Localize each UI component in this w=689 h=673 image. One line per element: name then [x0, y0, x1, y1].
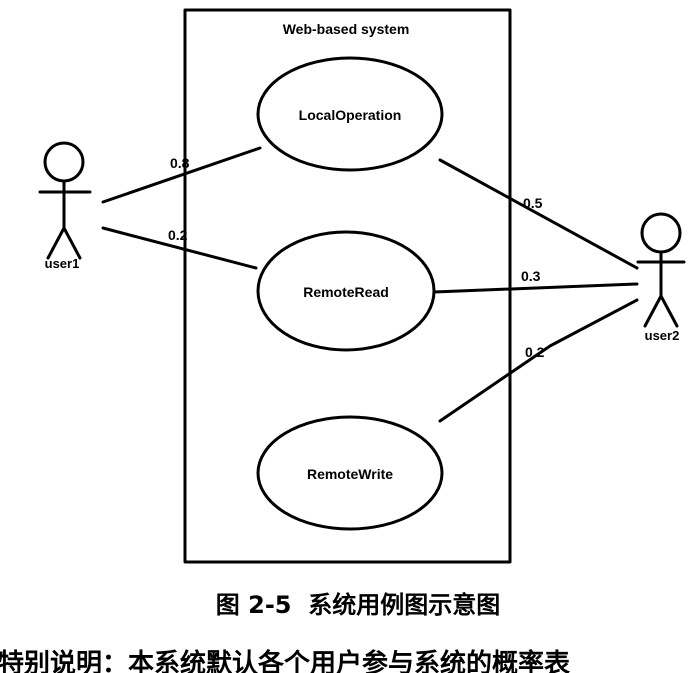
association-user2-remoteread: 0.3	[432, 268, 639, 294]
association-user2-remotewrite: 0.2	[438, 298, 639, 423]
association-weight: 0.2	[525, 344, 545, 360]
actor-user1: user1	[38, 141, 92, 271]
association-weight: 0.8	[170, 155, 190, 171]
system-boundary: Web-based system	[183, 8, 512, 564]
actor-user2: user2	[636, 212, 686, 343]
association-weight: 0.2	[168, 227, 188, 243]
footer-text: 特别说明：本系统默认各个用户参与系统的概率表	[0, 648, 571, 673]
association-weight: 0.5	[523, 195, 543, 211]
association-user2-localoperation: 0.5	[438, 158, 639, 270]
use-case-label: LocalOperation	[299, 107, 402, 123]
system-title: Web-based system	[283, 21, 410, 37]
association-user1-localoperation: 0.8	[101, 146, 262, 204]
use-case-label: RemoteRead	[303, 284, 389, 300]
use-case-local-operation: LocalOperation	[256, 56, 444, 172]
figure-caption: 图 2-5 系统用例图示意图	[216, 591, 500, 619]
use-case-remote-write: RemoteWrite	[256, 415, 444, 531]
association-weight: 0.3	[521, 268, 541, 284]
use-case-remote-read: RemoteRead	[256, 230, 436, 352]
association-user1-remoteread: 0.2	[101, 226, 258, 270]
actor-label: user2	[645, 328, 680, 343]
actor-label: user1	[45, 256, 80, 271]
use-case-label: RemoteWrite	[307, 466, 393, 482]
